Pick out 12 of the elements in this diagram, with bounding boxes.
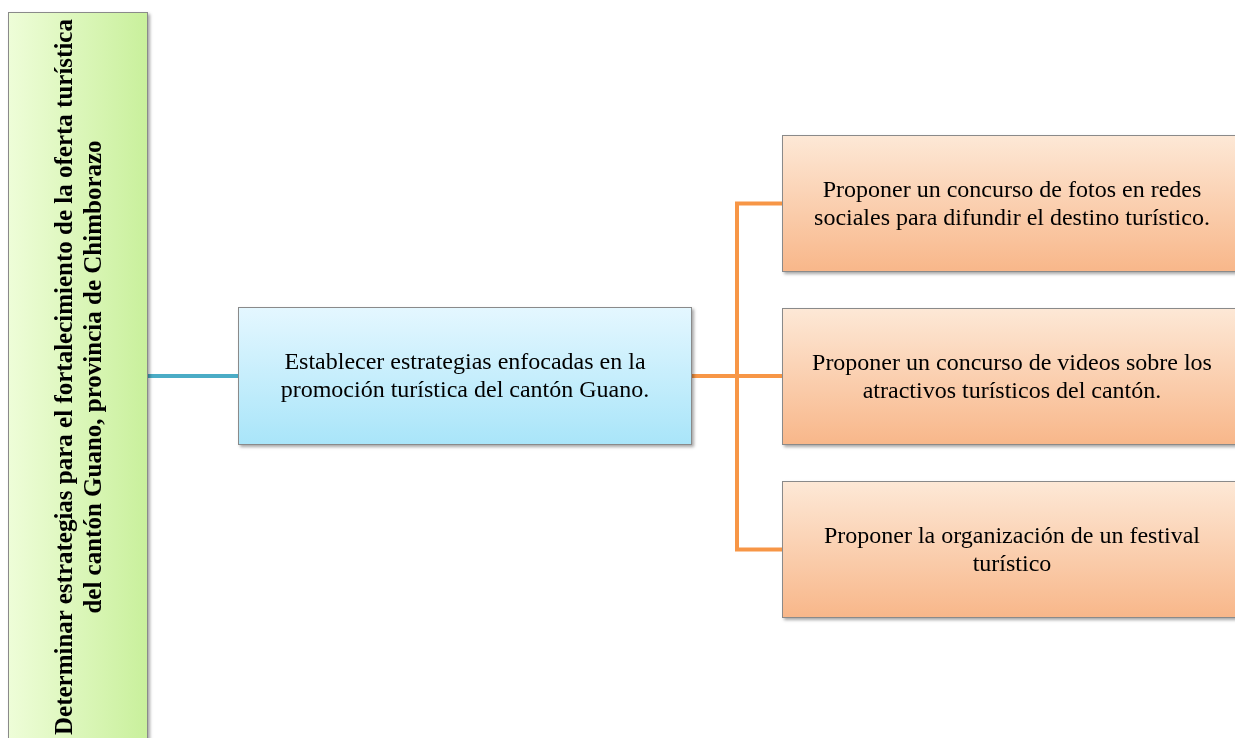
action-box [782,481,1235,618]
action-box [782,135,1235,272]
node-text: Proponer un concurso de videos sobre los atractivos turísticos del cantón. [811,348,1213,405]
node-text: Proponer la organización de un festival turístico [822,521,1202,578]
strategy-box [238,307,692,445]
node-text: Proponer un concurso de fotos en redes sociales para difundir el destino turístico. [813,175,1211,232]
node-text: Determinar estrategias para el fortalecimiento de la oferta turística del cantón Guano, provincia de Chimborazo [50,18,107,737]
action-box [782,308,1235,445]
connector-line [148,374,238,378]
objective-box [8,12,148,738]
connector-line [692,374,782,552]
node-text: Establecer estrategias enfocadas en la promoción turística del cantón Guano. [279,348,651,404]
